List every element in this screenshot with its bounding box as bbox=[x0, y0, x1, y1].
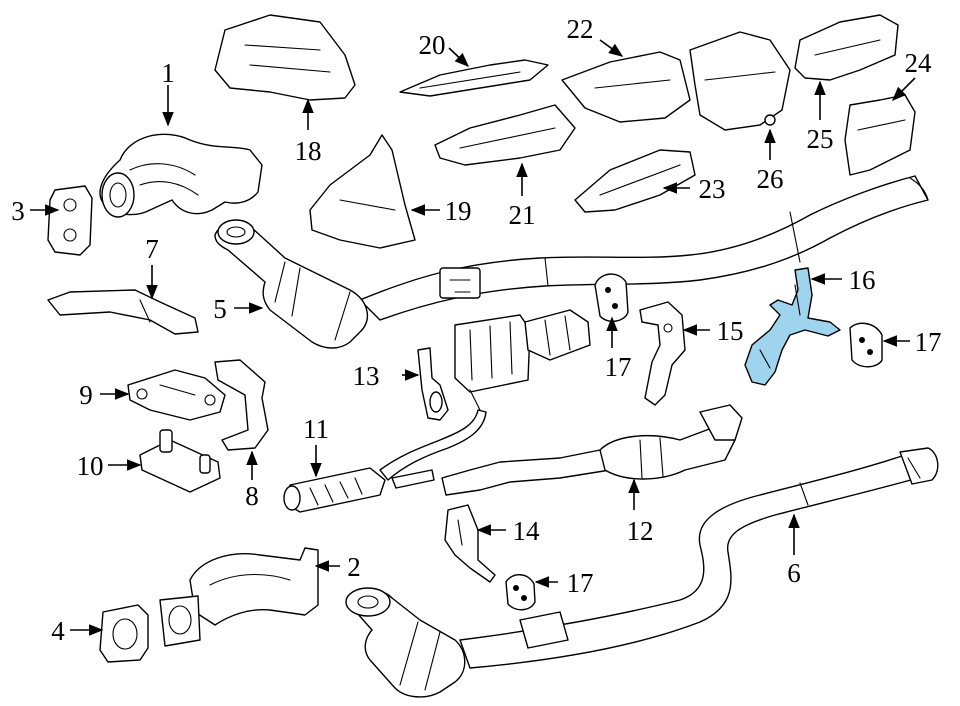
callout-10: 10 bbox=[77, 451, 104, 481]
callout-6: 6 bbox=[787, 558, 801, 588]
callout-1: 1 bbox=[161, 58, 175, 88]
callout-16: 16 bbox=[849, 265, 876, 295]
callout-12: 12 bbox=[627, 516, 654, 546]
heat-shield-part-18 bbox=[214, 14, 356, 101]
lower-catalytic-converter bbox=[345, 587, 569, 698]
isolator-part-17-b bbox=[849, 322, 883, 368]
callout-15: 15 bbox=[717, 316, 744, 346]
callout-20: 20 bbox=[419, 30, 446, 60]
callout-labels: 1 3 7 5 9 10 8 11 13 2 4 12 14 17 15 17 … bbox=[11, 14, 941, 646]
hanger-part-15 bbox=[639, 301, 686, 406]
callout-18: 18 bbox=[295, 136, 322, 166]
callout-21: 21 bbox=[509, 200, 536, 230]
gasket-part-4 bbox=[99, 604, 149, 663]
rear-muffler bbox=[454, 309, 591, 411]
callout-13: 13 bbox=[353, 361, 380, 391]
callout-3: 3 bbox=[11, 196, 25, 226]
callout-4: 4 bbox=[51, 616, 65, 646]
callout-2: 2 bbox=[347, 552, 361, 582]
upper-exhaust-pipe bbox=[359, 175, 929, 321]
mount-part-9 bbox=[127, 369, 226, 421]
heat-shield-part-22 bbox=[561, 51, 691, 123]
lower-exhaust-pipe-part-6 bbox=[459, 447, 939, 669]
heat-shield-part-25 bbox=[794, 14, 899, 81]
mount-part-10 bbox=[139, 429, 221, 493]
callout-17-right: 17 bbox=[915, 327, 942, 357]
callout-26: 26 bbox=[757, 164, 784, 194]
callout-22: 22 bbox=[567, 14, 594, 44]
callout-17-bottom: 17 bbox=[567, 568, 594, 598]
heat-shield-part-26 bbox=[689, 31, 791, 131]
exhaust-manifold-part-1 bbox=[99, 133, 263, 218]
rear-pipe-part-11 bbox=[283, 409, 487, 513]
bracket-part-7 bbox=[47, 289, 199, 335]
hanger-part-14 bbox=[444, 504, 496, 583]
heat-shield-part-24 bbox=[844, 94, 916, 176]
leader-arrows bbox=[30, 39, 916, 636]
callout-7: 7 bbox=[145, 234, 159, 264]
heat-shield-part-20 bbox=[399, 59, 549, 97]
isolator-part-17-a bbox=[594, 273, 629, 323]
hanger-part-13 bbox=[417, 347, 449, 421]
bracket-part-16-highlighted bbox=[744, 267, 841, 386]
heat-shield-part-21 bbox=[434, 104, 576, 166]
callout-14: 14 bbox=[513, 516, 541, 546]
callout-5: 5 bbox=[213, 294, 227, 324]
callout-19: 19 bbox=[445, 196, 472, 226]
heat-shield-part-19 bbox=[309, 134, 416, 249]
gasket-part-3 bbox=[47, 185, 93, 256]
callout-11: 11 bbox=[303, 414, 329, 444]
callout-9: 9 bbox=[79, 380, 93, 410]
intermediate-pipe-part-12 bbox=[441, 404, 743, 496]
callout-23: 23 bbox=[699, 174, 726, 204]
bracket-part-8 bbox=[214, 359, 269, 451]
catalytic-converter-part-5 bbox=[214, 219, 481, 349]
heat-shield-part-23 bbox=[574, 149, 696, 213]
callout-8: 8 bbox=[245, 481, 259, 511]
callout-17-middle: 17 bbox=[605, 352, 632, 382]
downpipe-part-2 bbox=[159, 547, 319, 647]
callout-25: 25 bbox=[807, 124, 834, 154]
isolator-part-17-c bbox=[505, 574, 536, 611]
callout-24: 24 bbox=[905, 48, 933, 78]
